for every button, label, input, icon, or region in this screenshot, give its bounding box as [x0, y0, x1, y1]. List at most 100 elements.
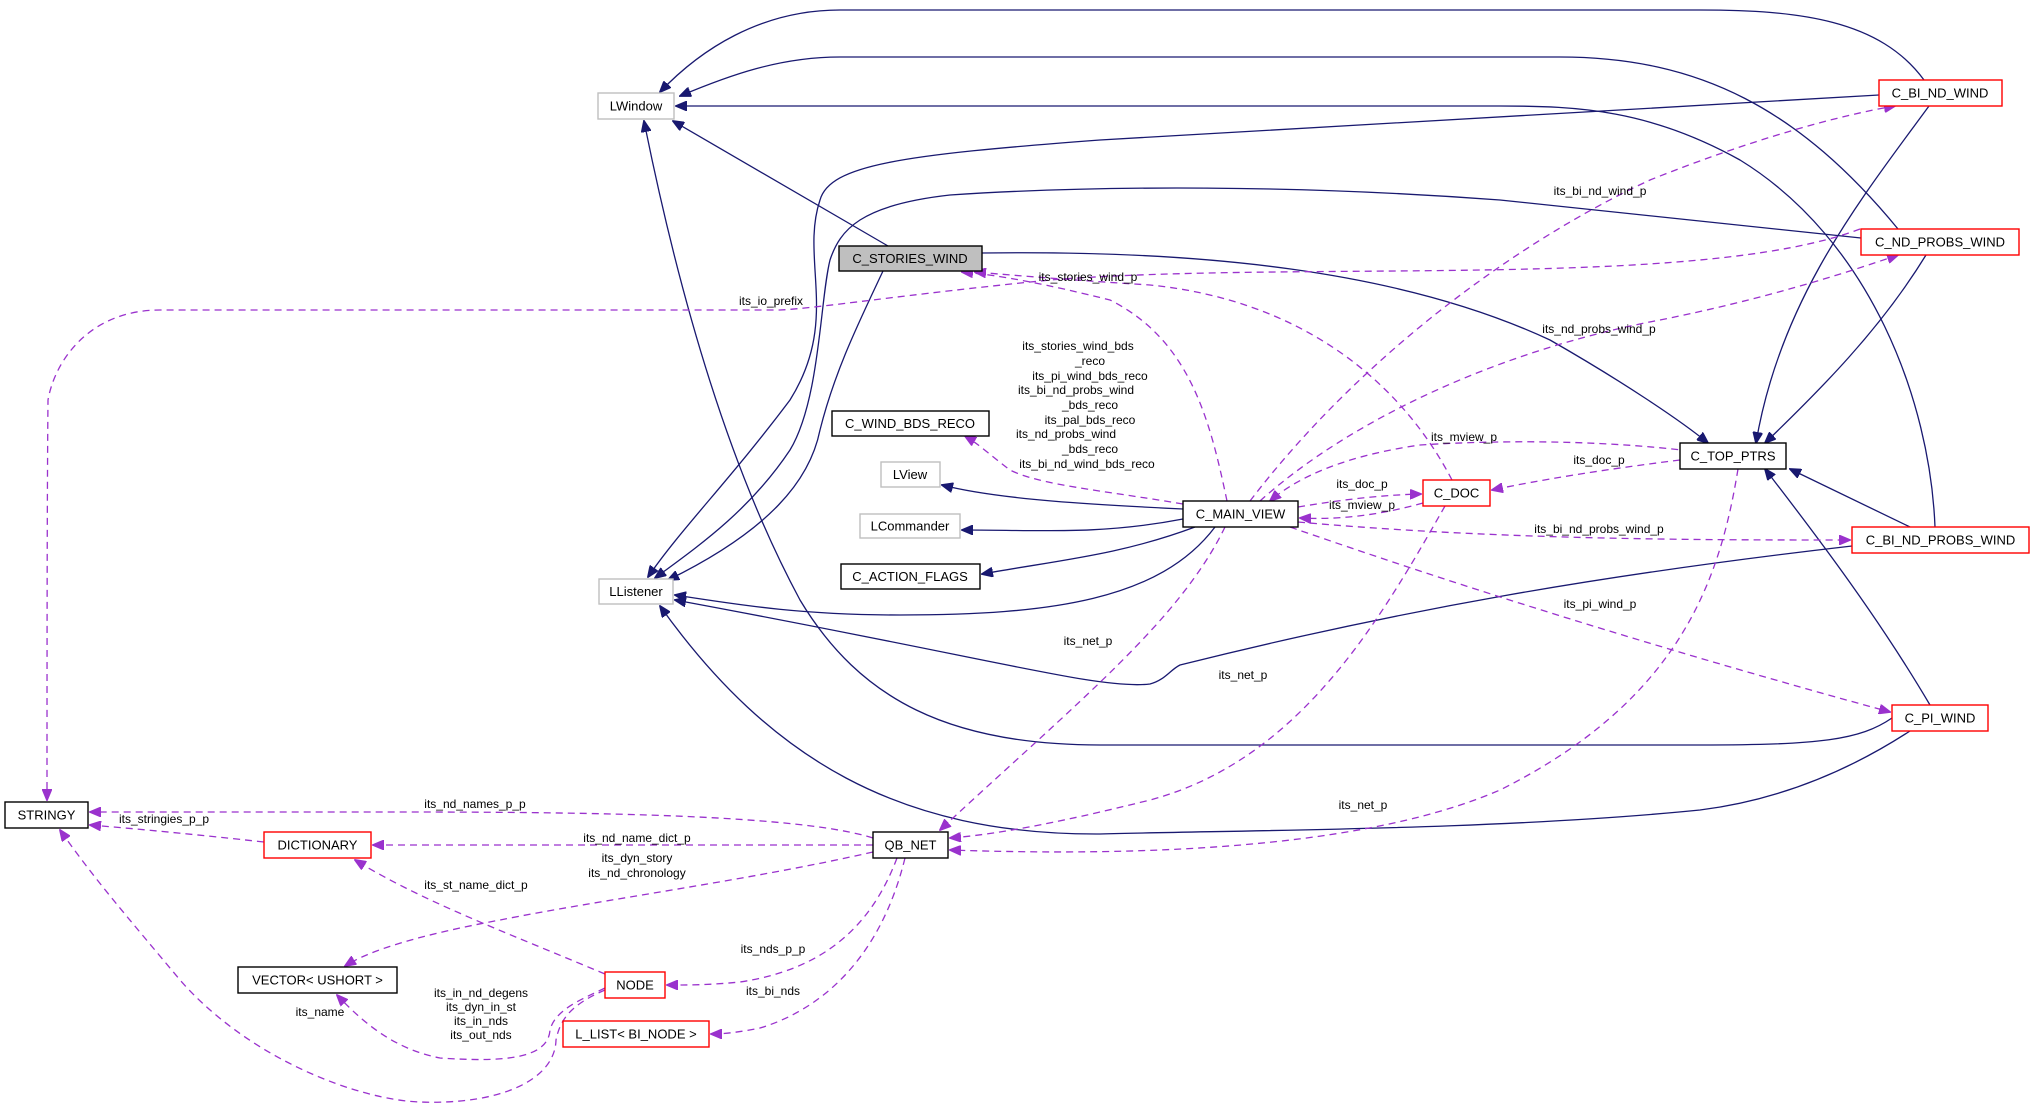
- node-lwindow[interactable]: LWindow: [597, 92, 675, 120]
- edge-its-nd-names-p-p: [90, 812, 874, 839]
- label-reco-line-1: its_stories_wind_bds: [1022, 339, 1133, 353]
- edge-c-nd-probs-wind-to-c-top-ptrs: [1765, 254, 1927, 443]
- label-its-nds-p-p: its_nds_p_p: [741, 942, 806, 956]
- node-node[interactable]: NODE: [604, 971, 666, 999]
- node-label: C_BI_ND_WIND: [1892, 86, 1989, 101]
- node-lcommander[interactable]: LCommander: [859, 513, 961, 539]
- edge-its-in-nd-degens: [337, 987, 606, 1061]
- edge-c-bi-nd-probs-wind-to-c-top-ptrs: [1790, 469, 1911, 528]
- nodes: LWindow C_STORIES_WIND C_BI_ND_WIND C_ND…: [4, 79, 2030, 1048]
- edge-c-bi-nd-wind-to-c-top-ptrs: [1756, 105, 1930, 443]
- node-label: C_ND_PROBS_WIND: [1875, 235, 2005, 250]
- node-lview[interactable]: LView: [880, 461, 941, 488]
- label-its-net-p-3: its_net_p: [1339, 798, 1388, 812]
- label-its-net-p-2: its_net_p: [1219, 668, 1268, 682]
- label-its-doc-p-top: its_doc_p: [1573, 453, 1625, 467]
- node-c-bi-nd-probs-wind[interactable]: C_BI_ND_PROBS_WIND: [1851, 526, 2030, 554]
- node-label: L_LIST< BI_NODE >: [575, 1027, 696, 1042]
- edge-c-stories-wind-to-c-top-ptrs: [981, 252, 1708, 443]
- edge-its-wind-bds-reco: [965, 436, 1184, 505]
- edge-c-nd-probs-wind-to-llistener: [655, 187, 1862, 578]
- label-its-stories-wind-p: its_stories_wind_p: [1039, 270, 1138, 284]
- node-vector-ushort[interactable]: VECTOR< USHORT >: [237, 966, 398, 994]
- node-label: C_ACTION_FLAGS: [852, 569, 968, 584]
- label-reco-line-4: its_bi_nd_probs_wind: [1018, 383, 1134, 397]
- edge-labels: its_bi_nd_wind_p its_stories_wind_p its_…: [119, 184, 1664, 1042]
- edge-c-stories-wind-to-llistener: [668, 270, 884, 580]
- label-its-nd-name-dict-p: its_nd_name_dict_p: [583, 831, 691, 845]
- label-reco-line-6: its_pal_bds_reco: [1045, 413, 1136, 427]
- edge-its-nds-p-p: [667, 857, 898, 985]
- node-c-stories-wind[interactable]: C_STORIES_WIND: [838, 245, 983, 272]
- label-its-stringies-p-p: its_stringies_p_p: [119, 812, 209, 826]
- node-label: C_TOP_PTRS: [1690, 449, 1775, 464]
- node-label: C_BI_ND_PROBS_WIND: [1866, 533, 2016, 548]
- edge-its-bi-nd-wind-p: [1249, 106, 1895, 502]
- label-its-in-nds: its_in_nds: [454, 1014, 508, 1028]
- edge-its-doc-p: [1297, 494, 1421, 508]
- node-dictionary[interactable]: DICTIONARY: [263, 831, 372, 859]
- node-c-doc[interactable]: C_DOC: [1422, 479, 1491, 507]
- edge-its-nd-probs-wind-p: [1259, 255, 1898, 502]
- label-its-mview-p-top: its_mview_p: [1431, 430, 1497, 444]
- node-c-action-flags[interactable]: C_ACTION_FLAGS: [840, 563, 981, 590]
- label-reco-line-7: its_nd_probs_wind: [1016, 427, 1116, 441]
- edge-c-pi-wind-to-llistener: [660, 606, 1911, 835]
- node-label: C_PI_WIND: [1905, 711, 1976, 726]
- node-label: C_STORIES_WIND: [852, 251, 967, 266]
- node-label: QB_NET: [884, 838, 936, 853]
- node-llistener[interactable]: LListener: [598, 578, 674, 605]
- inheritance-edges: [644, 9, 1936, 835]
- label-its-in-nd-degens: its_in_nd_degens: [434, 986, 528, 1000]
- node-label: LListener: [609, 584, 663, 599]
- label-reco-line-3: its_pi_wind_bds_reco: [1032, 369, 1148, 383]
- edge-c-bi-nd-probs-wind-to-lwindow: [676, 106, 1936, 528]
- edge-c-bi-nd-probs-wind-to-llistener: [675, 545, 1853, 686]
- node-label: STRINGY: [18, 808, 76, 823]
- label-reco-line-8: _bds_reco: [1061, 442, 1118, 456]
- node-label: LCommander: [871, 519, 950, 534]
- node-c-top-ptrs[interactable]: C_TOP_PTRS: [1679, 442, 1787, 470]
- edge-c-bi-nd-wind-to-llistener: [648, 94, 1880, 577]
- edge-its-net-p-3: [950, 468, 1739, 852]
- edge-its-net-p-2: [950, 505, 1446, 838]
- node-stringy[interactable]: STRINGY: [4, 801, 89, 829]
- label-its-bi-nd-probs-wind-p: its_bi_nd_probs_wind_p: [1534, 522, 1664, 536]
- label-its-name: its_name: [296, 1005, 345, 1019]
- edge-c-pi-wind-to-lwindow: [644, 121, 1893, 746]
- label-its-out-nds: its_out_nds: [450, 1028, 511, 1042]
- node-c-bi-nd-wind[interactable]: C_BI_ND_WIND: [1878, 79, 2003, 107]
- node-label: C_DOC: [1434, 486, 1480, 501]
- edge-c-main-view-to-lview: [942, 485, 1184, 510]
- node-l-list-bi-node[interactable]: L_LIST< BI_NODE >: [562, 1020, 710, 1048]
- edge-its-io-prefix: [47, 228, 1861, 800]
- edge-c-nd-probs-wind-to-lwindow: [680, 56, 1899, 230]
- edge-its-pi-wind-p: [1289, 526, 1890, 712]
- label-its-mview-p: its_mview_p: [1329, 498, 1395, 512]
- node-c-pi-wind[interactable]: C_PI_WIND: [1891, 704, 1989, 732]
- node-label: NODE: [616, 978, 654, 993]
- node-label: LWindow: [610, 99, 663, 114]
- label-its-nd-probs-wind-p: its_nd_probs_wind_p: [1542, 322, 1656, 336]
- edge-c-main-view-to-lcommander: [962, 518, 1184, 531]
- edge-its-stories-wind-p-from-main: [962, 272, 1228, 502]
- edge-c-main-view-to-llistener: [675, 526, 1216, 616]
- label-reco-line-9: its_bi_nd_wind_bds_reco: [1019, 457, 1155, 471]
- node-qb-net[interactable]: QB_NET: [872, 831, 949, 859]
- label-its-dyn-in-st: its_dyn_in_st: [446, 1000, 517, 1014]
- label-its-bi-nd-wind-p: its_bi_nd_wind_p: [1554, 184, 1647, 198]
- label-its-nd-names-p-p: its_nd_names_p_p: [424, 797, 526, 811]
- edge-its-bi-nd-probs-wind-p: [1297, 521, 1850, 540]
- edge-c-main-view-to-c-action-flags: [982, 526, 1196, 574]
- label-its-st-name-dict-p: its_st_name_dict_p: [424, 878, 528, 892]
- label-reco-line-5: _bds_reco: [1061, 398, 1118, 412]
- node-label: VECTOR< USHORT >: [252, 973, 383, 988]
- label-its-pi-wind-p: its_pi_wind_p: [1564, 597, 1637, 611]
- node-c-nd-probs-wind[interactable]: C_ND_PROBS_WIND: [1860, 228, 2020, 256]
- node-c-wind-bds-reco[interactable]: C_WIND_BDS_RECO: [831, 410, 990, 437]
- edge-its-name: [60, 830, 606, 1103]
- label-reco-line-2: _reco: [1074, 354, 1105, 368]
- node-c-main-view[interactable]: C_MAIN_VIEW: [1182, 500, 1299, 528]
- label-its-io-prefix: its_io_prefix: [739, 294, 803, 308]
